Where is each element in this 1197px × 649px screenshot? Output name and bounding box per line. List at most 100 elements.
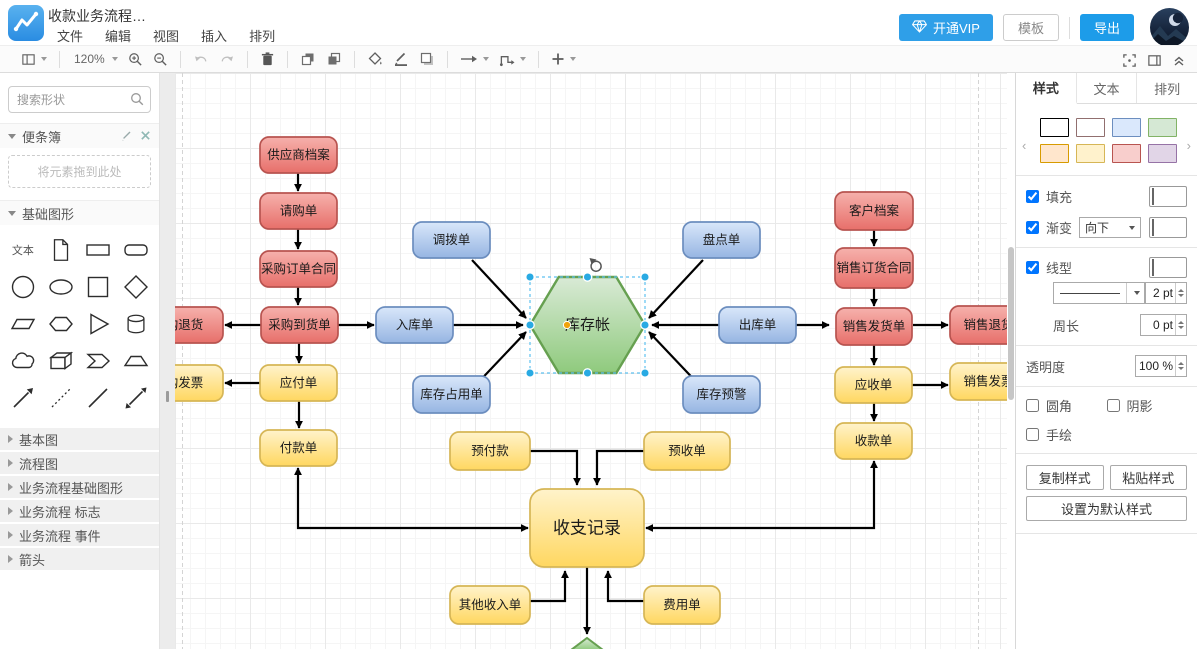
paste-style-button[interactable]: 粘贴样式: [1109, 465, 1187, 490]
shadow-checkbox[interactable]: [1106, 399, 1120, 412]
collapse-toolbar-icon[interactable]: [1167, 51, 1191, 69]
menu-file[interactable]: 文件: [57, 29, 84, 44]
shape-trapezoid[interactable]: [117, 342, 155, 379]
diagram-edge[interactable]: [530, 449, 581, 486]
send-to-back-icon[interactable]: [321, 49, 347, 69]
shape-parallelogram[interactable]: [4, 305, 42, 342]
diagram-node[interactable]: 库存占用单: [412, 375, 491, 414]
diagram-node[interactable]: 预收单: [643, 431, 731, 471]
copy-style-button[interactable]: 复制样式: [1026, 465, 1104, 490]
diagram-edge[interactable]: [604, 570, 644, 603]
diagram-node[interactable]: 销售退货: [949, 305, 1007, 345]
category-bpmn-events[interactable]: 业务流程 事件: [0, 524, 159, 548]
page-layout-dropdown[interactable]: [16, 50, 52, 69]
canvas-vertical-scrollbar[interactable]: [1008, 247, 1014, 400]
shape-hexagon[interactable]: [42, 305, 80, 342]
diagram-node[interactable]: 销售发票: [949, 362, 1007, 401]
diagram-edge[interactable]: [645, 460, 878, 532]
style-preset[interactable]: [1040, 118, 1069, 137]
line-checkbox[interactable]: [1026, 261, 1039, 274]
rounded-checkbox[interactable]: [1026, 399, 1039, 412]
style-preset[interactable]: [1112, 144, 1141, 163]
opacity-spinner[interactable]: 100 %: [1135, 355, 1187, 377]
app-logo-icon[interactable]: [8, 5, 44, 41]
line-width-spinner[interactable]: 2 pt: [1145, 282, 1187, 304]
diagram-node[interactable]: 采购订单合同: [259, 250, 338, 288]
style-preset[interactable]: [1148, 144, 1177, 163]
fill-color-icon[interactable]: [362, 49, 388, 69]
line-style-select[interactable]: [1053, 282, 1146, 304]
diagram-node[interactable]: 付款单: [259, 429, 338, 467]
presets-next-icon[interactable]: ›: [1186, 138, 1191, 154]
diagram-node[interactable]: 请购单: [259, 192, 338, 230]
diagram-node[interactable]: 调拨单: [412, 221, 491, 259]
shape-step[interactable]: [80, 342, 118, 379]
shape-circle[interactable]: [4, 268, 42, 305]
diagram-node[interactable]: 费用单: [643, 585, 721, 625]
undo-icon[interactable]: [188, 50, 214, 69]
line-color-button[interactable]: [1149, 257, 1187, 278]
insert-shape-dropdown[interactable]: [546, 50, 581, 68]
connector-style-dropdown[interactable]: [494, 50, 531, 69]
style-preset[interactable]: [1112, 118, 1141, 137]
shape-search-input[interactable]: [8, 86, 151, 113]
edit-notes-icon[interactable]: [121, 129, 133, 144]
shape-dashed-line[interactable]: [42, 379, 80, 416]
template-button[interactable]: 模板: [1002, 14, 1059, 41]
connection-point-marker[interactable]: [562, 320, 572, 330]
tab-arrange[interactable]: 排列: [1137, 73, 1197, 103]
shape-rounded-rectangle[interactable]: [117, 231, 155, 268]
notes-section-header[interactable]: 便条簿: [0, 123, 159, 148]
diagram-node[interactable]: 收支记录: [529, 488, 645, 568]
selection-handle[interactable]: [582, 272, 593, 282]
category-bpmn-basic[interactable]: 业务流程基础图形: [0, 476, 159, 500]
sketch-checkbox[interactable]: [1026, 428, 1039, 441]
connection-arrow-dropdown[interactable]: [455, 50, 494, 68]
shape-square[interactable]: [80, 268, 118, 305]
selection-handle[interactable]: [640, 368, 650, 378]
selection-handle[interactable]: [640, 272, 650, 282]
redo-icon[interactable]: [214, 50, 240, 69]
zoom-in-icon[interactable]: [123, 50, 148, 69]
diagram-node[interactable]: 客户档案: [834, 191, 914, 231]
shadow-icon[interactable]: [414, 49, 440, 69]
diagram-edge[interactable]: [648, 259, 704, 319]
notes-dropzone[interactable]: 将元素拖到此处: [8, 155, 151, 188]
fill-color-button[interactable]: [1149, 186, 1187, 207]
export-button[interactable]: 导出: [1079, 14, 1134, 41]
gutter-drag-handle[interactable]: [166, 391, 169, 402]
style-preset[interactable]: [1148, 118, 1177, 137]
style-preset[interactable]: [1040, 144, 1069, 163]
diagram-edge[interactable]: [294, 467, 529, 532]
shape-cube[interactable]: [42, 342, 80, 379]
presets-prev-icon[interactable]: ‹: [1022, 138, 1027, 154]
selection-handle[interactable]: [525, 320, 535, 330]
close-notes-icon[interactable]: [140, 129, 151, 144]
shape-double-arrow[interactable]: [117, 379, 155, 416]
shape-rectangle[interactable]: [80, 231, 118, 268]
tab-style[interactable]: 样式: [1016, 73, 1077, 104]
diagram-node[interactable]: 出库单: [718, 306, 797, 344]
toggle-panel-icon[interactable]: [1142, 51, 1167, 70]
diagram-node[interactable]: 应付单: [259, 364, 338, 402]
gradient-direction-select[interactable]: 向下: [1079, 217, 1141, 238]
shape-diamond[interactable]: [117, 268, 155, 305]
diagram-edge[interactable]: [471, 259, 527, 319]
gradient-color-button[interactable]: [1149, 217, 1187, 238]
diagram-node[interactable]: 销售发货单: [835, 307, 913, 346]
upgrade-vip-button[interactable]: 开通VIP: [899, 14, 993, 41]
zoom-out-icon[interactable]: [148, 50, 173, 69]
diagram-node-partial[interactable]: [570, 636, 604, 649]
diagram-node[interactable]: 收款单: [834, 422, 913, 460]
shape-line[interactable]: [80, 379, 118, 416]
fullscreen-icon[interactable]: [1117, 51, 1142, 70]
diagram-edge[interactable]: [593, 449, 644, 486]
diagram-node[interactable]: 采购到货单: [260, 306, 339, 344]
diagram-node[interactable]: 入库单: [375, 306, 454, 344]
set-default-style-button[interactable]: 设置为默认样式: [1026, 496, 1187, 521]
shape-triangle[interactable]: [80, 305, 118, 342]
menu-insert[interactable]: 插入: [201, 29, 228, 44]
diagram-node[interactable]: 购发票: [175, 364, 224, 402]
diagram-node[interactable]: 库存预警: [682, 375, 761, 414]
diagram-node[interactable]: 盘点单: [682, 221, 761, 259]
